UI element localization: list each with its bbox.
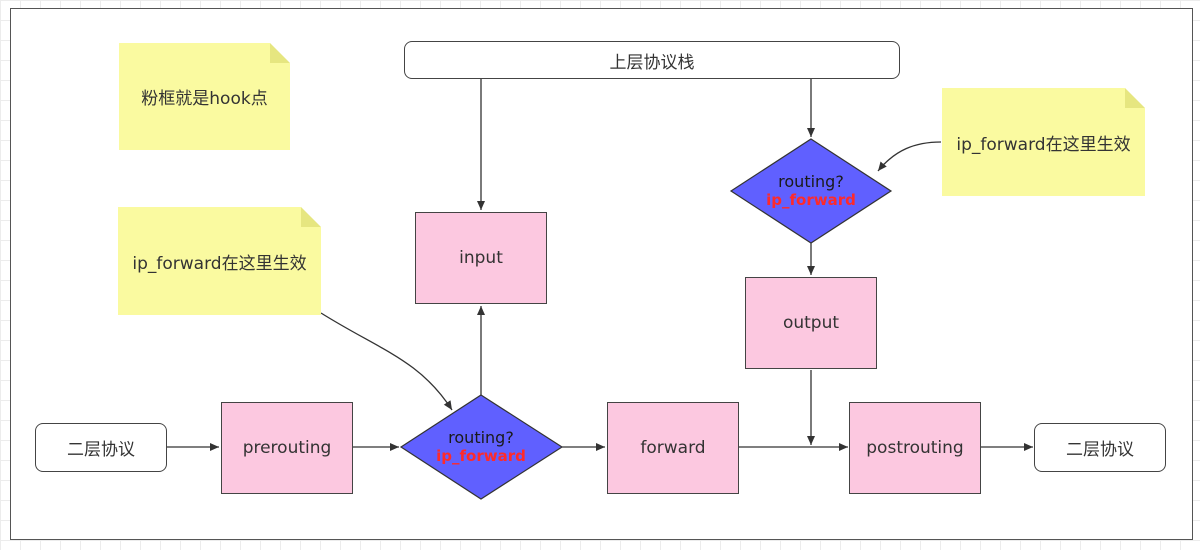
upper-stack-box[interactable]: 上层协议栈 — [404, 41, 900, 79]
output-label: output — [782, 313, 840, 333]
note-fold — [1125, 88, 1145, 108]
l2-protocol-out-label: 二层协议 — [1066, 440, 1134, 460]
forward-label: forward — [640, 438, 706, 458]
ip-forward-note-right: ip_forward在这里生效 — [942, 88, 1145, 196]
l2-protocol-out-box[interactable]: 二层协议 — [1034, 423, 1166, 472]
ip-forward-note-left-text: ip_forward在这里生效 — [132, 253, 307, 274]
routing-decision-out-sub: ip_forward — [766, 191, 856, 209]
l2-protocol-in-box[interactable]: 二层协议 — [35, 423, 167, 472]
routing-decision-out-label: routing? — [778, 172, 844, 191]
note-pointer-left — [320, 312, 453, 411]
routing-decision-in[interactable]: routing? ip_forward — [416, 424, 546, 470]
prerouting-label: prerouting — [242, 438, 332, 458]
input-label: input — [459, 248, 503, 268]
routing-decision-in-sub: ip_forward — [436, 447, 526, 465]
note-fold — [301, 207, 321, 227]
postrouting-hook-box[interactable]: postrouting — [849, 402, 981, 494]
ip-forward-note-left: ip_forward在这里生效 — [118, 207, 321, 315]
ip-forward-note-right-text: ip_forward在这里生效 — [956, 134, 1131, 155]
note-fold — [270, 43, 290, 63]
routing-decision-in-label: routing? — [448, 428, 514, 447]
output-hook-box[interactable]: output — [745, 277, 877, 369]
routing-decision-in-shape — [399, 394, 564, 500]
legend-note-text: 粉框就是hook点 — [141, 89, 268, 109]
l2-protocol-in-label: 二层协议 — [67, 440, 135, 460]
routing-decision-out[interactable]: routing? ip_forward — [746, 168, 876, 214]
legend-note: 粉框就是hook点 — [119, 43, 290, 150]
input-hook-box[interactable]: input — [415, 212, 547, 304]
forward-hook-box[interactable]: forward — [607, 402, 739, 494]
postrouting-label: postrouting — [866, 438, 964, 458]
upper-stack-label: 上层协议栈 — [609, 52, 695, 73]
prerouting-hook-box[interactable]: prerouting — [221, 402, 353, 494]
note-pointer-right — [877, 141, 942, 172]
